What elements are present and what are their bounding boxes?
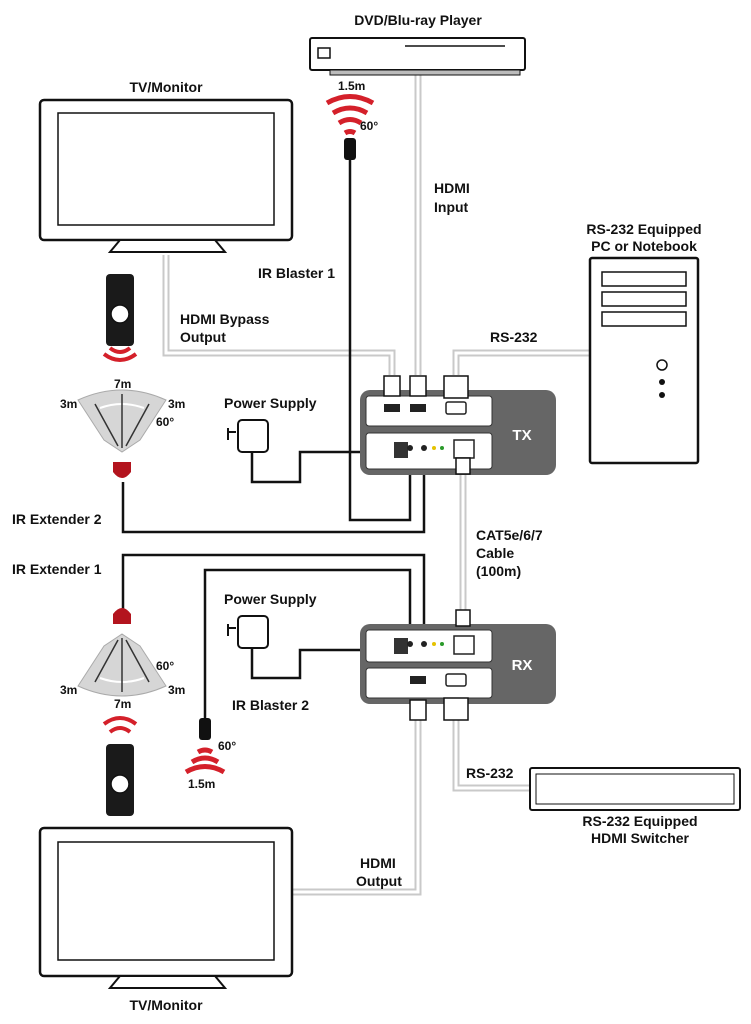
ir-extender-1-label: IR Extender 1 [12,561,102,577]
cat-label-2: Cable [476,545,514,561]
power-supply-rx-label: Power Supply [224,591,317,607]
rx-unit [360,609,556,721]
hdmi-input-label-1: HDMI [434,180,470,196]
dvd-player-label: DVD/Blu-ray Player [354,12,482,28]
switcher-label-line2: HDMI Switcher [591,830,690,846]
dvd-player [309,37,526,76]
hdmi-input-label-2: Input [434,199,469,215]
rs232-tx-label: RS-232 [490,329,538,345]
ext2-angle: 60° [156,415,174,429]
ir-extender-2-range [77,389,167,478]
tx-power-wire [250,450,392,484]
blaster-top-angle: 60° [360,119,378,133]
hdmi-bypass-label-2: Output [180,329,226,345]
ext1-center-distance: 7m [114,697,131,711]
tv-monitor-top [38,98,294,253]
ir-extender-1-wire [121,553,426,625]
ext2-center-distance: 7m [114,377,131,391]
power-supply-tx-label: Power Supply [224,395,317,411]
cat-label-1: CAT5e/6/7 [476,527,543,543]
tx-label: TX [512,427,531,444]
rx-power-wire [250,648,392,680]
blaster-bottom-distance: 1.5m [188,777,215,791]
ext1-left-distance: 3m [60,683,77,697]
cables [162,70,590,896]
ir-extender-2-wire [121,462,426,534]
ir-blaster-2 [184,718,226,775]
hdmi-bypass-label-1: HDMI Bypass [180,311,270,327]
tv-top-label: TV/Monitor [129,79,203,95]
hdmi-output-cable [292,720,422,896]
hdmi-output-label-2: Output [356,873,402,889]
hdmi-output-label-1: HDMI [360,855,396,871]
ext2-right-distance: 3m [168,397,185,411]
power-adapter-tx [227,419,269,453]
tv-bottom-label: TV/Monitor [129,997,203,1013]
ir-blaster-1-label: IR Blaster 1 [258,265,335,281]
cat-label-3: (100m) [476,563,521,579]
blaster-bottom-angle: 60° [218,739,236,753]
ir-extender-1-range [77,608,167,697]
ext1-right-distance: 3m [168,683,185,697]
ir-blaster-2-label: IR Blaster 2 [232,697,309,713]
hdmi-switcher [529,767,741,811]
rx-label: RX [512,657,533,674]
pc-label-line1: RS-232 Equipped [586,221,701,237]
blaster-top-distance: 1.5m [338,79,365,93]
tx-unit [360,375,556,475]
remote-bottom [102,716,138,816]
ir-extender-2-label: IR Extender 2 [12,511,102,527]
ext1-angle: 60° [156,659,174,673]
tv-monitor-bottom [38,826,294,989]
power-adapter-rx [227,615,269,649]
rs232-rx-label: RS-232 [466,765,514,781]
remote-top [102,274,138,362]
rs232-tx-cable [452,349,590,375]
pc-tower [588,256,700,465]
switcher-label-line1: RS-232 Equipped [582,813,697,829]
ext2-left-distance: 3m [60,397,77,411]
ir-blaster-1 [318,94,382,160]
ir-blaster-1-wire [348,160,412,522]
ir-wires [121,160,426,718]
pc-label-line2: PC or Notebook [591,238,697,254]
ir-blaster-2-wire [203,568,412,718]
